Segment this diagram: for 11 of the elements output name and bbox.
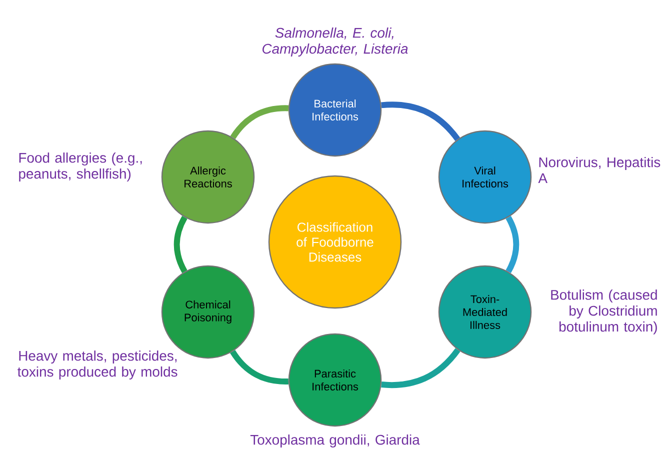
ring-connector — [506, 216, 520, 274]
ring-connector — [381, 102, 460, 142]
ring-connector — [381, 348, 460, 388]
example-text: Food allergies (e.g., peanuts, shellfish) — [19, 152, 142, 182]
example-text: Botulism (caused by Clostridium botulinum toxin) — [551, 290, 657, 334]
ring-connector — [230, 105, 288, 140]
example-text: Norovirus, Hepatitis A — [538, 156, 660, 184]
example-text: Toxoplasma gondii, Giardia — [250, 434, 420, 448]
ring-connector — [174, 216, 188, 274]
ring-connector — [230, 350, 288, 384]
example-text: Salmonella, E. coli, Campylobacter, Listeria — [262, 28, 408, 56]
